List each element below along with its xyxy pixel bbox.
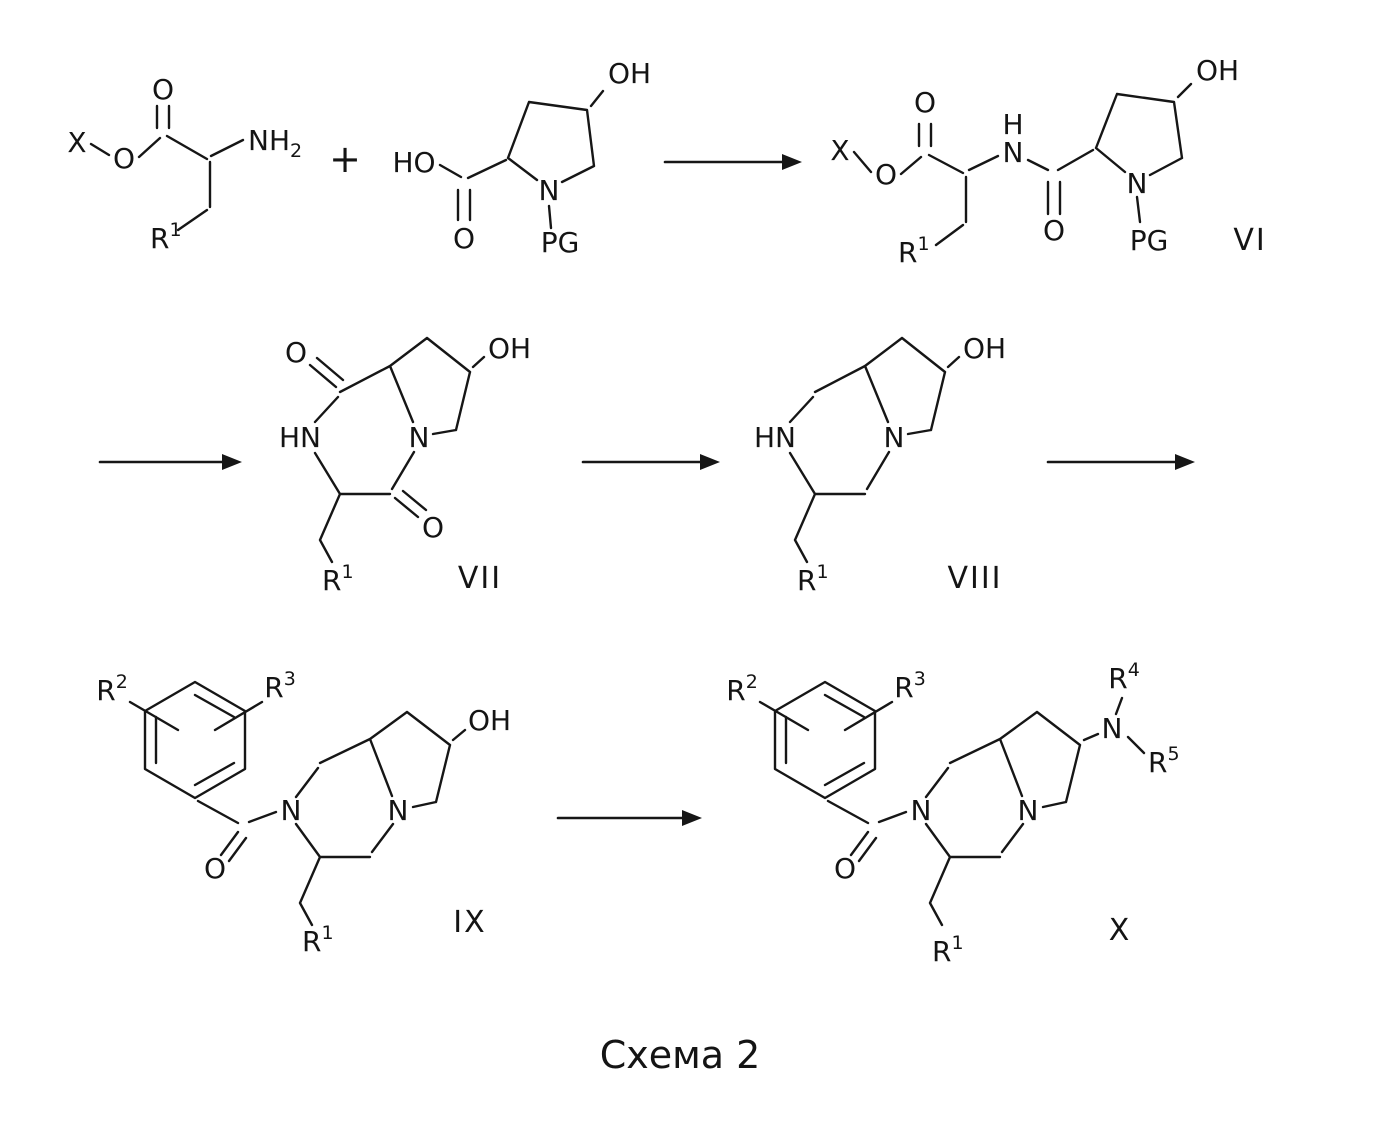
- amide-nitrogen-label: N: [281, 794, 302, 827]
- bridgehead-nitrogen-label: N: [1018, 794, 1039, 827]
- x-group-label: X: [830, 134, 849, 167]
- bridgehead-nitrogen-label: N: [409, 421, 430, 454]
- vii-bonds: [308, 336, 486, 564]
- r1-substituent-label: R1: [322, 561, 354, 597]
- structure-vi: X O O H N O N PG OH R1 VI: [830, 54, 1266, 269]
- compound-label-ix: IX: [453, 905, 486, 940]
- compound-label-vii: VII: [458, 561, 502, 596]
- hydroxyl-label: OH: [963, 332, 1006, 365]
- acid-ho-label: HO: [392, 146, 435, 179]
- amide-nitrogen-label: N: [911, 794, 932, 827]
- r2-substituent-label: R2: [96, 671, 128, 707]
- reaction-arrow-2: [98, 454, 242, 470]
- top-carbonyl-oxygen-label: O: [285, 336, 307, 369]
- reaction-arrow-1: [663, 154, 802, 170]
- r1-substituent-label: R1: [898, 233, 930, 269]
- hydroxyl-label: OH: [468, 704, 511, 737]
- ring-nitrogen-label: N: [1127, 167, 1148, 200]
- acid-oxygen-label: O: [453, 222, 475, 255]
- r1-substituent-label: R1: [797, 561, 829, 597]
- plus-operator: +: [329, 137, 361, 181]
- carbonyl-oxygen-label: O: [914, 86, 936, 119]
- r1-substituent-label: R1: [302, 922, 334, 958]
- ester-oxygen-label: O: [875, 158, 897, 191]
- bottom-carbonyl-oxygen-label: O: [422, 511, 444, 544]
- carbonyl-oxygen-label: O: [152, 73, 174, 106]
- compound-label-vi: VI: [1233, 223, 1266, 258]
- ring-hn-label: HN: [754, 421, 796, 454]
- amide-oxygen-label: O: [1043, 214, 1065, 247]
- structure-vii: O HN N O OH R1 VII: [279, 332, 531, 597]
- compound-label-x: X: [1109, 913, 1132, 948]
- amine-nh2-label: NH2: [248, 124, 302, 162]
- compound-label-viii: VIII: [947, 561, 1002, 596]
- arrow-head-icon: [782, 154, 802, 170]
- arrow-head-icon: [700, 454, 720, 470]
- structure-amino-ester: X O O NH2 R1: [67, 73, 302, 255]
- hydroxyl-label: OH: [1196, 54, 1239, 87]
- hydroxyl-label: OH: [488, 332, 531, 365]
- ester-oxygen-label: O: [113, 142, 135, 175]
- r1-substituent-label: R1: [932, 932, 964, 968]
- bridgehead-nitrogen-label: N: [884, 421, 905, 454]
- protecting-group-label: PG: [1130, 224, 1169, 257]
- arrow-head-icon: [682, 810, 702, 826]
- ring-nitrogen-label: N: [539, 174, 560, 207]
- hydroxyproline-bonds: [438, 89, 605, 230]
- vi-bonds: [852, 82, 1193, 247]
- hydroxyl-label: OH: [608, 57, 651, 90]
- r2-substituent-label: R2: [726, 671, 758, 707]
- arrow-head-icon: [222, 454, 242, 470]
- viii-bonds: [788, 336, 961, 564]
- reaction-arrow-5: [556, 810, 702, 826]
- ring-hn-label: HN: [279, 421, 321, 454]
- structure-x: R2 R3 O N N N R4 R5 R1 X: [726, 659, 1179, 968]
- r1-substituent-label: R1: [150, 219, 182, 255]
- amide-nitrogen-label: N: [1003, 136, 1024, 169]
- protecting-group-label: PG: [541, 226, 580, 259]
- benzoyl-oxygen-label: O: [204, 852, 226, 885]
- structure-hydroxyproline: HO O N PG OH: [392, 57, 651, 259]
- r4-substituent-label: R4: [1108, 659, 1140, 695]
- r3-substituent-label: R3: [264, 668, 296, 704]
- structure-viii: HN N OH R1 VIII: [754, 332, 1006, 597]
- bridgehead-nitrogen-label: N: [388, 794, 409, 827]
- scheme-caption: Схема 2: [600, 1033, 761, 1077]
- r3-substituent-label: R3: [894, 668, 926, 704]
- reaction-arrow-3: [581, 454, 720, 470]
- amino-ester-bonds: [89, 104, 245, 232]
- benzoyl-oxygen-label: O: [834, 852, 856, 885]
- ix-bonds: [128, 680, 467, 927]
- amine-nitrogen-label: N: [1102, 712, 1123, 745]
- structure-ix: R2 R3 O N N OH R1 IX: [96, 668, 511, 958]
- x-group-label: X: [67, 126, 86, 159]
- x-bonds: [758, 680, 1146, 927]
- arrow-head-icon: [1175, 454, 1195, 470]
- r5-substituent-label: R5: [1148, 743, 1180, 779]
- reaction-arrow-4: [1046, 454, 1195, 470]
- amide-h-label: H: [1002, 108, 1023, 141]
